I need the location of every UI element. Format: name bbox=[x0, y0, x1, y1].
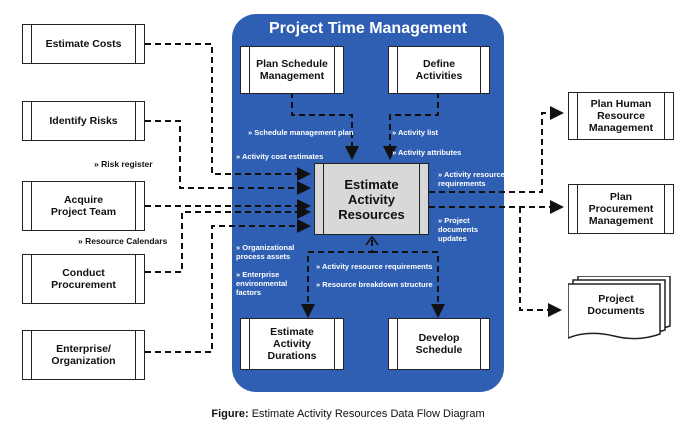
figure-caption: Figure: Estimate Activity Resources Data… bbox=[0, 408, 696, 420]
edge-conduct-procurement bbox=[145, 205, 311, 273]
label-resource-calendars: » Resource Calendars bbox=[78, 236, 168, 246]
edge-down-schedule bbox=[372, 251, 445, 318]
label-schedule-plan: » Schedule management plan bbox=[248, 128, 354, 137]
plan-schedule-management-box: Plan Schedule Management bbox=[240, 46, 344, 94]
conduct-procurement-box: Conduct Procurement bbox=[22, 254, 145, 304]
label-breakdown-structure: » Resource breakdown structure bbox=[316, 280, 433, 289]
edge-estimate-costs bbox=[145, 43, 311, 181]
estimate-activity-resources-box: Estimate Activity Resources bbox=[314, 163, 429, 235]
plan-hr-management-box: Plan Human Resource Management bbox=[568, 92, 674, 140]
label-env-factors: » Enterprise environmental factors bbox=[236, 270, 288, 297]
label-activity-list: » Activity list bbox=[392, 128, 438, 137]
define-activities-box: Define Activities bbox=[388, 46, 490, 94]
edge-define-activities bbox=[383, 92, 439, 160]
label-documents-updates: » Project documents updates bbox=[438, 216, 479, 243]
edge-to-docs bbox=[519, 207, 562, 317]
label-resource-requirements-out: » Activity resource requirements bbox=[438, 170, 505, 188]
enterprise-organization-box: Enterprise/ Organization bbox=[22, 330, 145, 380]
edge-enterprise bbox=[145, 219, 311, 353]
develop-schedule-box: Develop Schedule bbox=[388, 318, 490, 370]
caption-text: Estimate Activity Resources Data Flow Di… bbox=[248, 408, 485, 420]
identify-risks-box: Identify Risks bbox=[22, 101, 145, 141]
label-resource-requirements-down: » Activity resource requirements bbox=[316, 262, 433, 271]
edge-down-split bbox=[301, 240, 373, 318]
plan-procurement-management-box: Plan Procurement Management bbox=[568, 184, 674, 234]
estimate-activity-durations-box: Estimate Activity Durations bbox=[240, 318, 344, 370]
project-documents-shape bbox=[568, 276, 671, 340]
project-documents-label: Project Documents bbox=[587, 293, 645, 317]
estimate-costs-box: Estimate Costs bbox=[22, 24, 145, 64]
edge-to-hr bbox=[429, 106, 564, 193]
panel-title: Project Time Management bbox=[269, 20, 467, 37]
label-org-assets: » Organizational process assets bbox=[236, 243, 295, 261]
edge-plan-schedule bbox=[291, 92, 359, 160]
label-risk-register: » Risk register bbox=[94, 159, 153, 169]
label-cost-estimates: » Activity cost estimates bbox=[236, 152, 324, 161]
caption-prefix: Figure: bbox=[211, 408, 249, 420]
label-activity-attributes: » Activity attributes bbox=[392, 148, 462, 157]
acquire-project-team-box: Acquire Project Team bbox=[22, 181, 145, 231]
